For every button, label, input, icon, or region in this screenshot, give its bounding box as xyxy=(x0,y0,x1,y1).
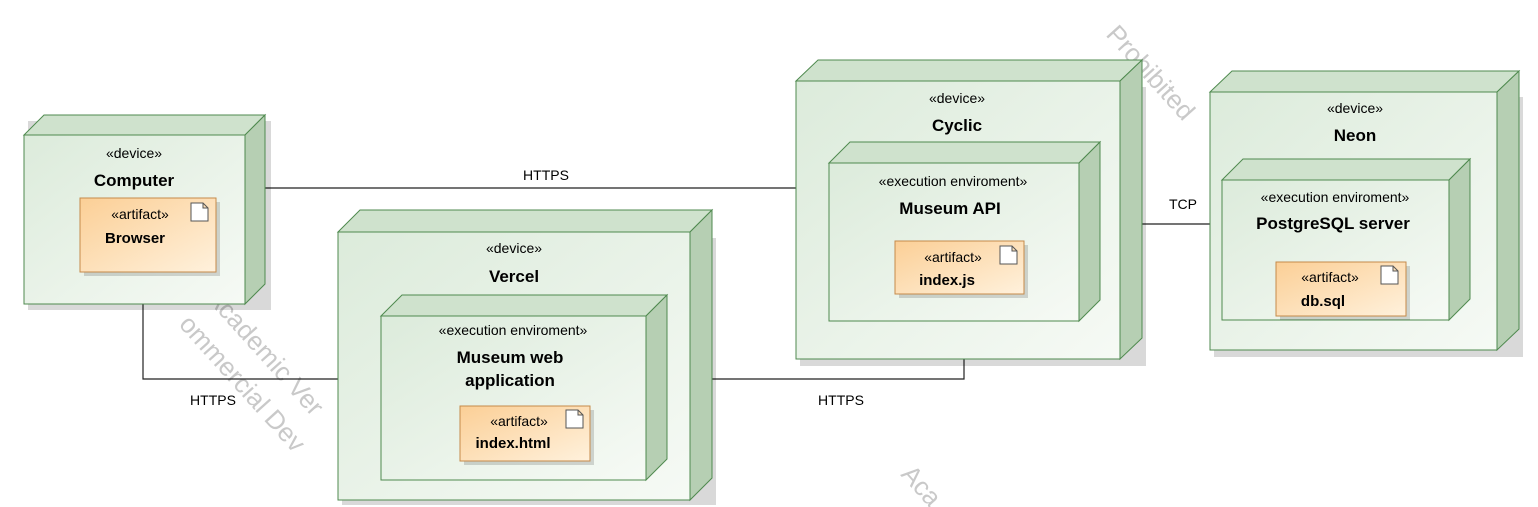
env-postgresql-server[interactable]: «execution enviroment» PostgreSQL server xyxy=(1220,157,1472,322)
env-museum-web-application[interactable]: «execution enviroment» Museum web applic… xyxy=(379,293,669,482)
connector-label-computer-cyclic: HTTPS xyxy=(523,167,569,183)
watermark-text-bottom: Aca xyxy=(896,459,949,507)
museum-api-stereotype: «execution enviroment» xyxy=(879,173,1028,189)
db-sql-stereotype: «artifact» xyxy=(1301,269,1359,285)
connector-label-vercel-cyclic: HTTPS xyxy=(818,392,864,408)
computer-name: Computer xyxy=(94,171,175,190)
artifact-index-js[interactable]: «artifact» index.js xyxy=(894,240,1028,298)
cyclic-stereotype: «device» xyxy=(929,90,985,106)
index-html-name: index.html xyxy=(475,435,550,452)
artifact-browser[interactable]: «artifact» Browser xyxy=(79,197,220,276)
index-js-stereotype: «artifact» xyxy=(924,249,982,265)
artifact-db-sql[interactable]: «artifact» db.sql xyxy=(1275,261,1410,320)
connector-computer-vercel[interactable] xyxy=(142,304,381,380)
artifact-document-icon xyxy=(190,202,209,222)
web-app-name-line2: application xyxy=(465,371,555,390)
browser-name: Browser xyxy=(105,230,165,247)
neon-name: Neon xyxy=(1334,126,1377,145)
vercel-name: Vercel xyxy=(489,267,539,286)
neon-stereotype: «device» xyxy=(1327,100,1383,116)
artifact-document-icon xyxy=(565,409,584,429)
museum-api-name: Museum API xyxy=(899,199,1000,218)
db-sql-name: db.sql xyxy=(1301,293,1345,310)
web-app-stereotype: «execution enviroment» xyxy=(439,322,588,338)
computer-stereotype: «device» xyxy=(106,145,162,161)
index-html-stereotype: «artifact» xyxy=(490,413,548,429)
cyclic-name: Cyclic xyxy=(932,116,982,135)
index-js-name: index.js xyxy=(919,272,975,289)
connector-label-computer-vercel: HTTPS xyxy=(190,392,236,408)
artifact-document-icon xyxy=(999,245,1018,265)
browser-stereotype: «artifact» xyxy=(111,206,169,222)
postgresql-name: PostgreSQL server xyxy=(1256,214,1410,233)
connector-label-cyclic-neon: TCP xyxy=(1169,196,1197,212)
web-app-name-line1: Museum web xyxy=(457,348,564,367)
artifact-document-icon xyxy=(1380,265,1399,285)
artifact-index-html[interactable]: «artifact» index.html xyxy=(459,405,594,465)
postgresql-stereotype: «execution enviroment» xyxy=(1261,189,1410,205)
vercel-stereotype: «device» xyxy=(486,240,542,256)
